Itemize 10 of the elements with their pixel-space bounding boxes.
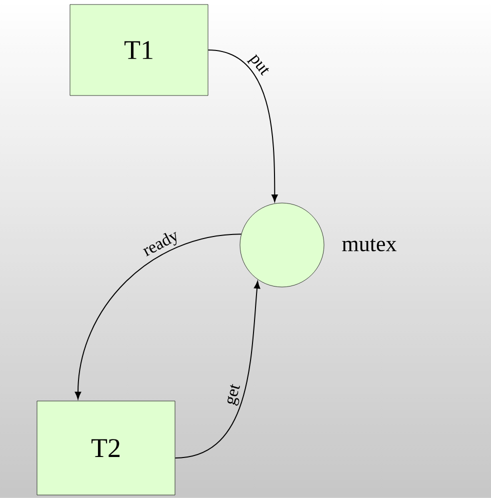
edge-label: get (228, 384, 240, 406)
arrow (74, 234, 242, 400)
edge-label: put (246, 54, 269, 76)
arrow (174, 281, 260, 458)
state-circle (240, 202, 324, 288)
node-caption: mutex (342, 238, 396, 252)
arrow (208, 50, 278, 202)
process-box: T1 (70, 4, 208, 96)
process-box: T2 (36, 400, 176, 496)
edge-label: ready (142, 232, 176, 256)
